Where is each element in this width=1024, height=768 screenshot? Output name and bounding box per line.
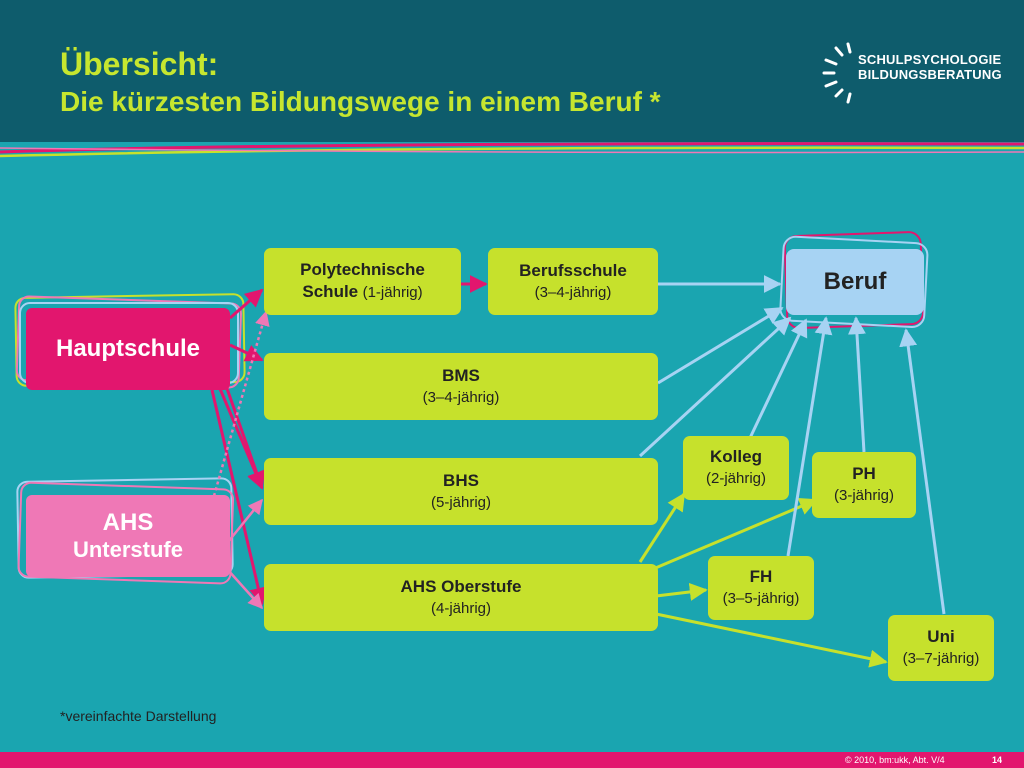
node-poly-schule: Schule xyxy=(302,281,359,301)
node-bms-duration: (3–4-jährig) xyxy=(422,388,500,406)
page-title: Übersicht: xyxy=(60,46,219,82)
node-beruf-label: Beruf xyxy=(823,268,887,295)
node-fh-duration: (3–5-jährig) xyxy=(722,590,800,607)
node-fh: FH (3–5-jährig) xyxy=(708,556,814,620)
node-ph-title: PH xyxy=(852,464,876,483)
copyright: © 2010, bm:ukk, Abt. V/4 xyxy=(845,755,945,765)
node-fh-title: FH xyxy=(749,567,773,586)
footer-band xyxy=(0,752,1024,768)
footnote: *vereinfachte Darstellung xyxy=(60,708,217,724)
node-ph-duration: (3-jährig) xyxy=(833,487,894,504)
node-uni-title: Uni xyxy=(927,627,955,646)
node-ahs-ober-title: AHS Oberstufe xyxy=(400,576,522,596)
node-bhs-duration: (5-jährig) xyxy=(430,493,491,511)
node-ph: PH (3-jährig) xyxy=(812,452,916,518)
node-polytechnische-schule: Polytechnische Schule (1-jährig) xyxy=(264,248,461,315)
node-bms: BMS (3–4-jährig) xyxy=(264,353,658,420)
node-ahs-ober-duration: (4-jährig) xyxy=(430,599,491,617)
node-poly-duration: (1-jährig) xyxy=(362,283,423,301)
node-ahs-title: AHS xyxy=(102,509,154,536)
logo-line1: SCHULPSYCHOLOGIE xyxy=(858,52,1002,67)
node-ahs-unterstufe: AHS Unterstufe xyxy=(26,495,230,577)
node-ahs-sub: Unterstufe xyxy=(72,537,183,562)
node-beruf: Beruf xyxy=(786,249,924,315)
node-hauptschule: Hauptschule xyxy=(26,308,230,390)
logo-text: SCHULPSYCHOLOGIE BILDUNGSBERATUNG xyxy=(858,52,1002,82)
logo-rays-icon xyxy=(822,42,852,104)
node-poly-line2: Schule (1-jährig) xyxy=(302,281,422,305)
node-berufsschule: Berufsschule (3–4-jährig) xyxy=(488,248,658,315)
node-kolleg-title: Kolleg xyxy=(710,447,762,466)
header-band xyxy=(0,0,1024,142)
node-uni: Uni (3–7-jährig) xyxy=(888,615,994,681)
node-poly-title: Polytechnische xyxy=(300,259,425,279)
node-kolleg-duration: (2-jährig) xyxy=(705,470,766,487)
node-uni-duration: (3–7-jährig) xyxy=(902,650,980,667)
node-bhs-title: BHS xyxy=(443,470,479,490)
page-number: 14 xyxy=(992,755,1003,765)
header-stripe xyxy=(0,140,1024,158)
node-kolleg: Kolleg (2-jährig) xyxy=(683,436,789,500)
logo-line2: BILDUNGSBERATUNG xyxy=(858,67,1002,82)
node-bms-title: BMS xyxy=(442,365,480,385)
node-berufsschule-title: Berufsschule xyxy=(519,260,627,280)
node-ahs-oberstufe: AHS Oberstufe (4-jährig) xyxy=(264,564,658,631)
node-berufsschule-duration: (3–4-jährig) xyxy=(534,283,612,301)
node-bhs: BHS (5-jährig) xyxy=(264,458,658,525)
page-subtitle: Die kürzesten Bildungswege in einem Beru… xyxy=(60,86,661,117)
node-hauptschule-label: Hauptschule xyxy=(55,335,201,362)
